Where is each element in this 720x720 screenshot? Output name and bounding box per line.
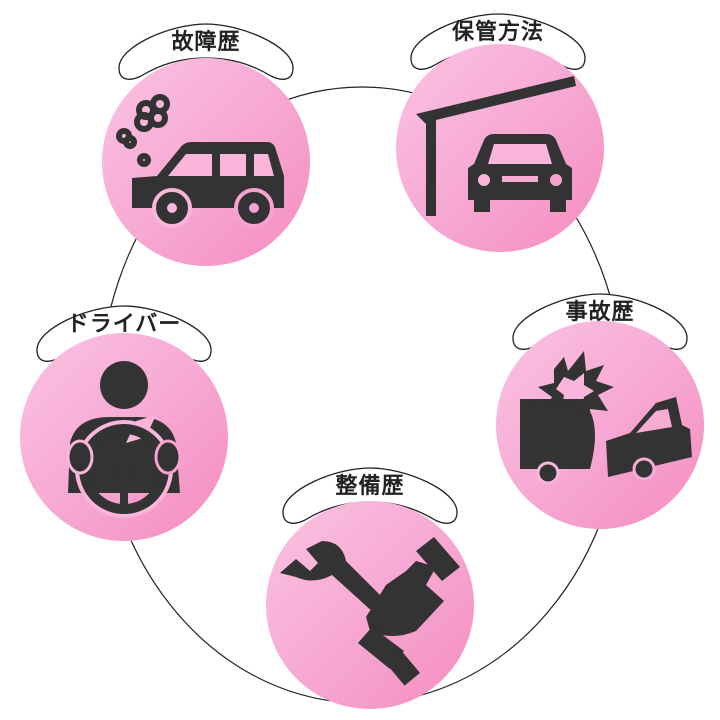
accident-icon — [520, 351, 692, 485]
label-storage-method: 保管方法 — [451, 20, 544, 45]
garage-car-icon — [416, 76, 576, 216]
node-storage-method — [396, 44, 604, 252]
driver-icon — [66, 361, 182, 518]
banner-breakdown-history: 故障歴 — [111, 18, 301, 82]
node-maintenance-history — [266, 501, 474, 709]
label-breakdown-history: 故障歴 — [171, 30, 241, 55]
label-maintenance-history: 整備歴 — [335, 474, 405, 499]
label-accident-history: 事故歴 — [565, 300, 635, 325]
label-driver: ドライバー — [66, 312, 182, 337]
node-driver — [20, 333, 228, 541]
wrench-hand-icon — [280, 537, 460, 686]
node-breakdown-history — [102, 58, 310, 266]
broken-car-icon — [116, 94, 284, 228]
node-accident-history — [496, 321, 704, 529]
